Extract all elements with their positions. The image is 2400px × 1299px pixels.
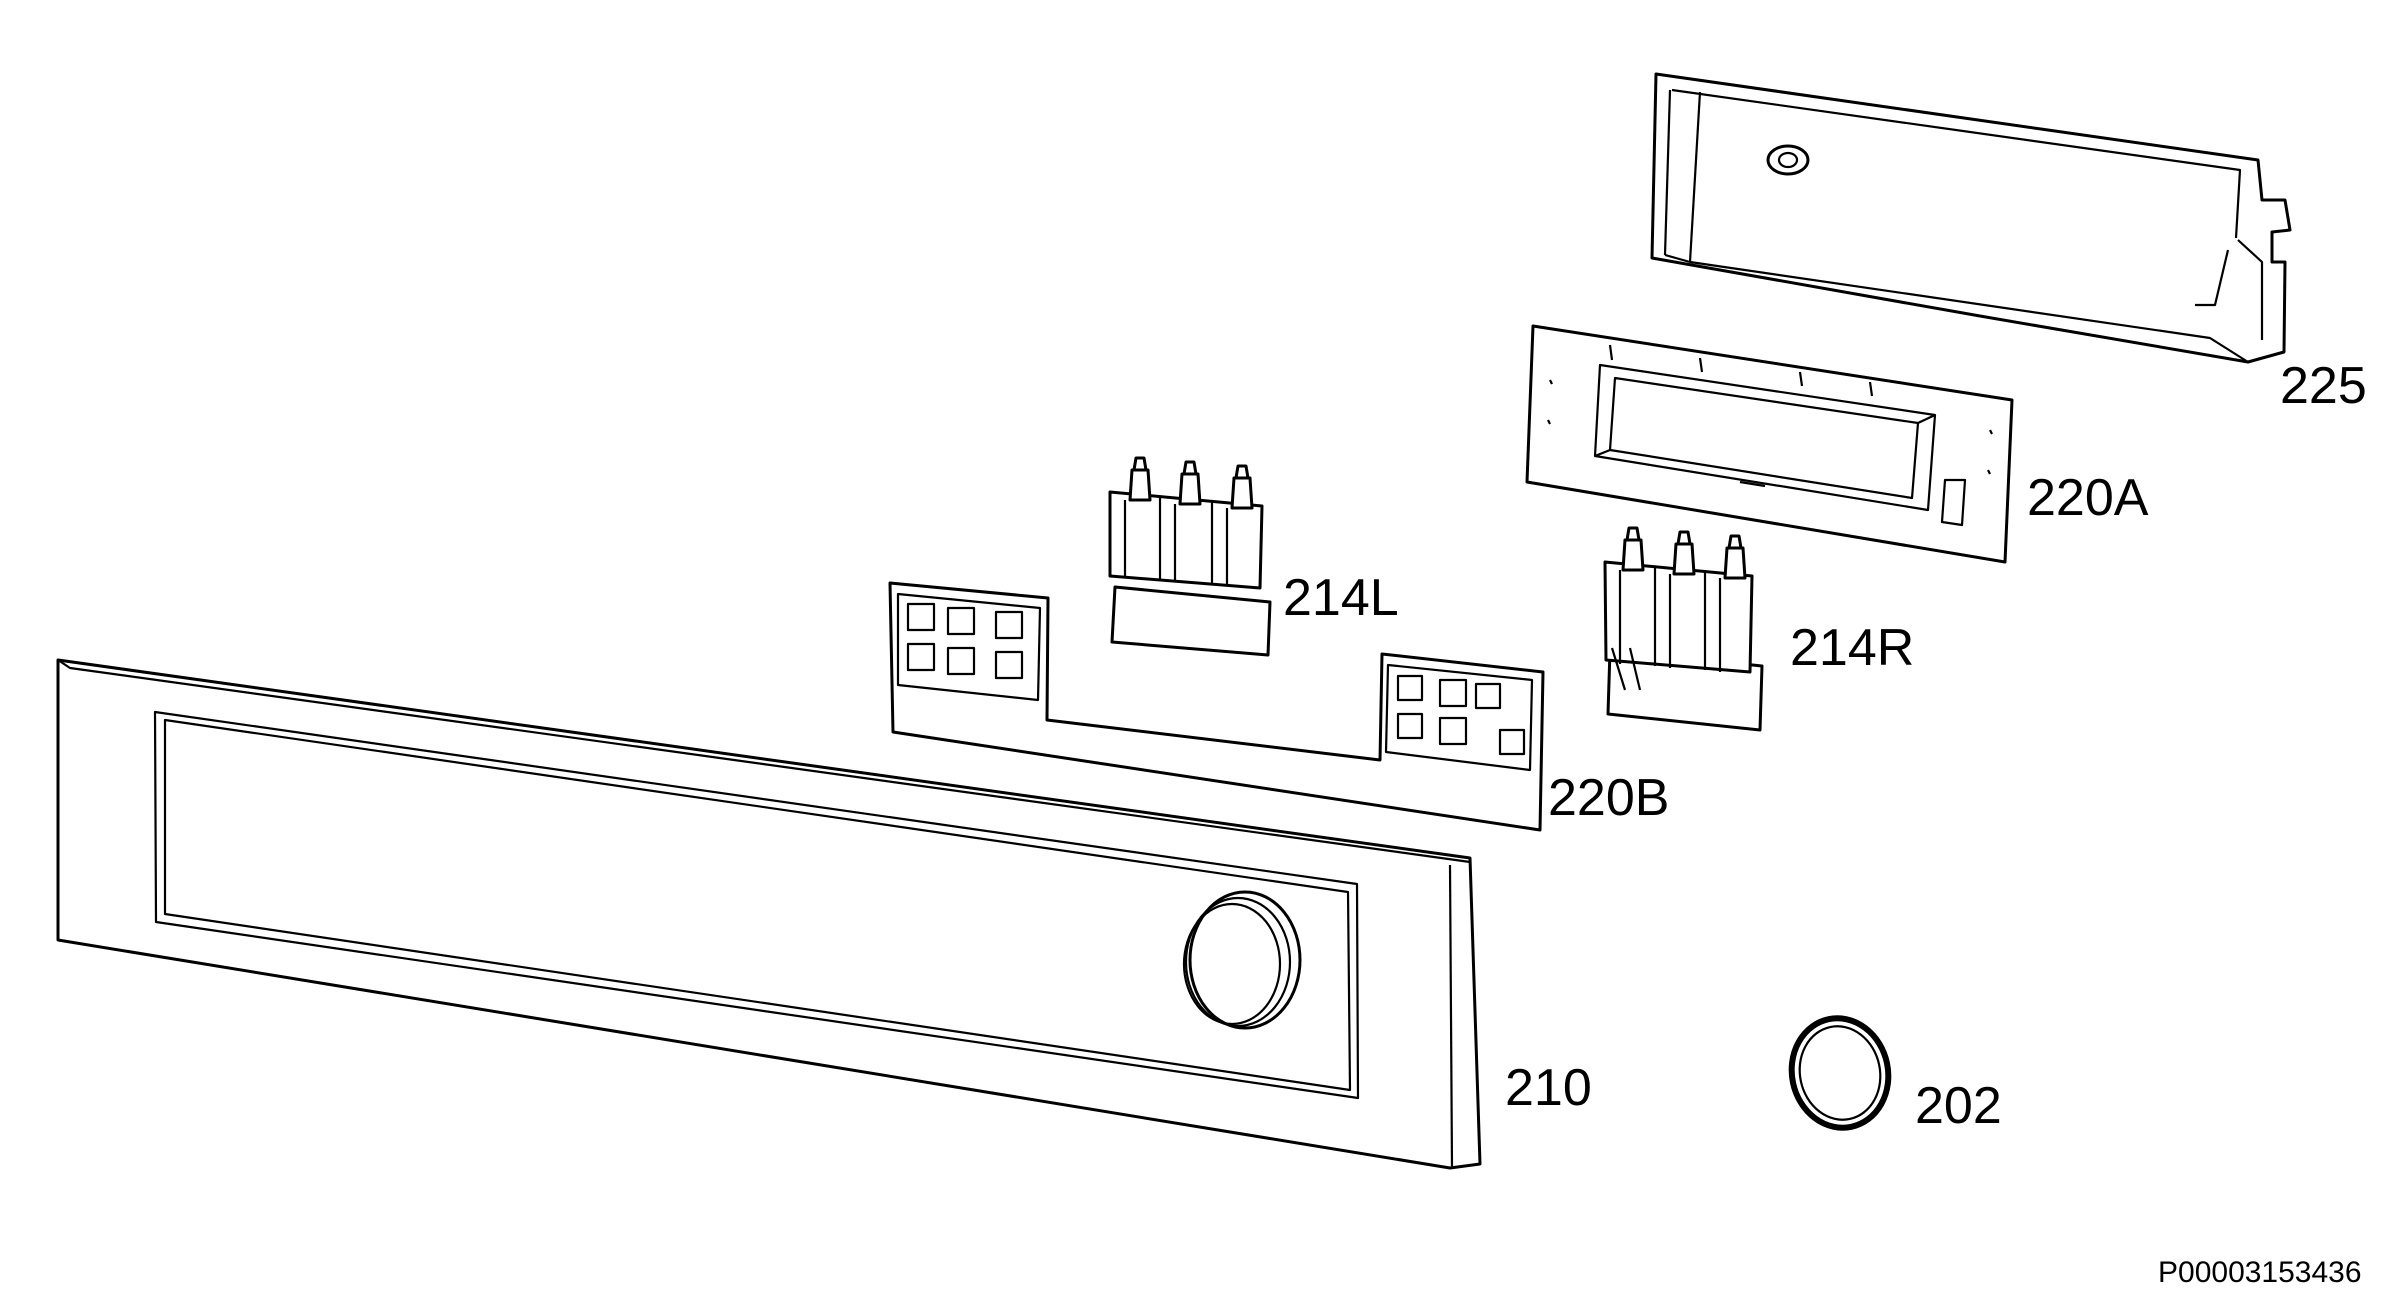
document-id: P00003153436 <box>2158 1256 2362 1289</box>
label-220B: 220B <box>1548 769 1670 827</box>
label-202: 202 <box>1915 1077 2002 1135</box>
label-220A: 220A <box>2027 469 2149 527</box>
part-210-front-panel <box>56 658 1482 1170</box>
part-214L-button-group <box>1108 456 1272 657</box>
label-225: 225 <box>2280 357 2367 415</box>
part-214R-button-group <box>1603 526 1764 732</box>
label-214L: 214L <box>1283 569 1399 627</box>
part-220B-touch-board <box>888 581 1545 832</box>
part-202-ring <box>1788 1015 1892 1131</box>
part-225-housing <box>1650 72 2292 364</box>
label-210: 210 <box>1505 1059 1592 1117</box>
label-214R: 214R <box>1790 619 1915 677</box>
part-220A-display-board <box>1525 324 2014 564</box>
